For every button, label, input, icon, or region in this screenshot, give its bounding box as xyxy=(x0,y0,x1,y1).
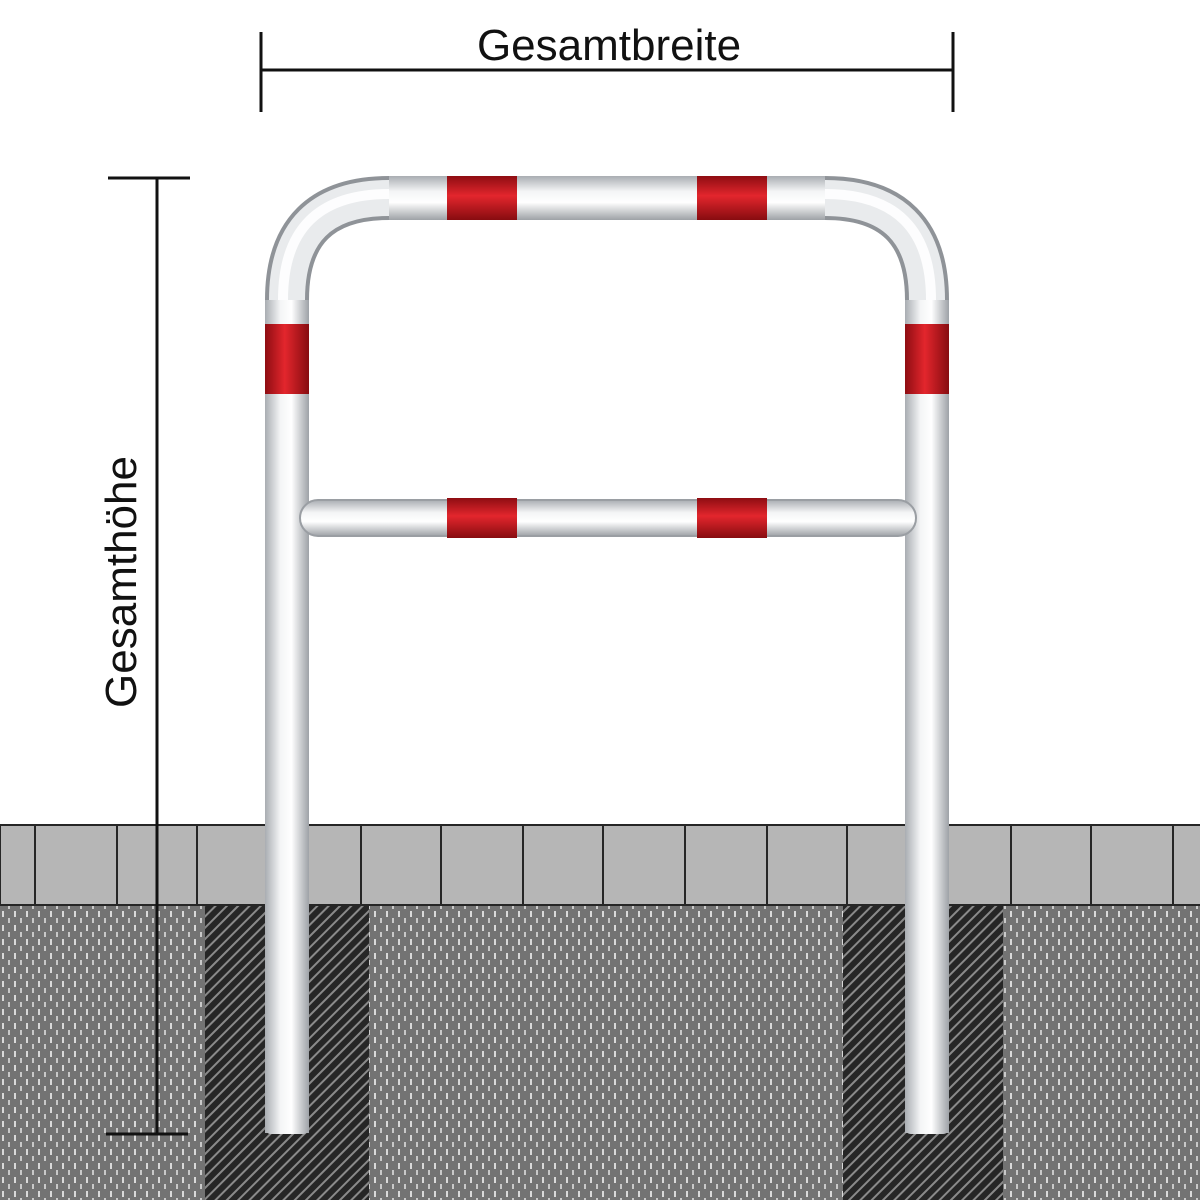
cross-bar xyxy=(299,499,917,537)
red-band-top-right xyxy=(697,176,767,220)
red-band-crossbar-right xyxy=(697,498,767,538)
red-band-top-left xyxy=(447,176,517,220)
hoop-barrier-icon xyxy=(265,176,949,1134)
width-dimension xyxy=(259,32,955,112)
ground xyxy=(0,824,1200,1200)
reflective-bands xyxy=(265,176,949,538)
soil-layer xyxy=(0,905,1200,1200)
height-dimension xyxy=(106,176,190,1136)
red-band-right-post xyxy=(905,324,949,394)
height-label: Gesamthöhe xyxy=(97,456,146,708)
paving-row xyxy=(0,824,1200,906)
red-band-crossbar-left xyxy=(447,498,517,538)
width-label: Gesamtbreite xyxy=(477,21,741,70)
red-band-left-post xyxy=(265,324,309,394)
right-post xyxy=(905,1118,949,1134)
left-post xyxy=(265,1118,309,1134)
